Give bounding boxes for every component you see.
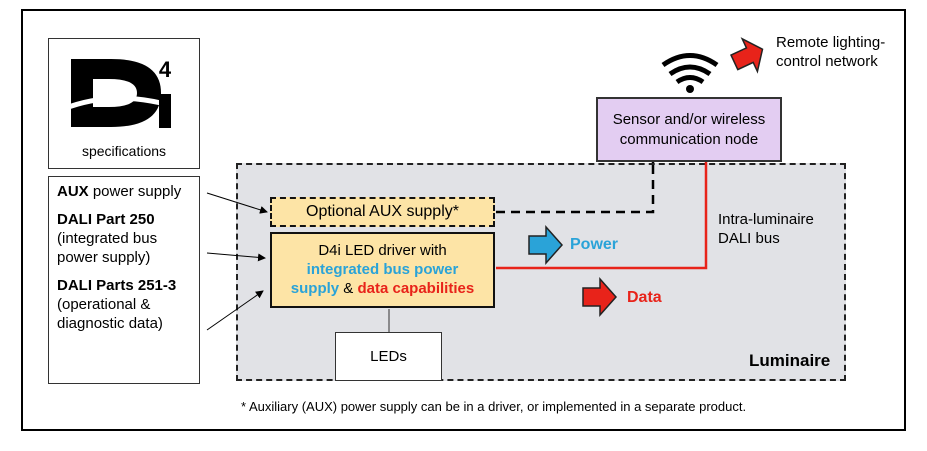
d4i-logo-mark: 4 — [62, 57, 172, 128]
footnote: * Auxiliary (AUX) power supply can be in… — [241, 399, 747, 414]
leds-label: LEDs — [370, 348, 407, 365]
diagram-frame — [21, 9, 906, 431]
logo-superscript: 4 — [159, 57, 172, 82]
power-legend-label: Power — [570, 236, 619, 253]
sensor-node-box: Sensor and/or wireless communication nod… — [596, 97, 782, 162]
sensor-node-label: Sensor and/or wireless communication nod… — [612, 111, 766, 148]
wifi-icon — [661, 53, 719, 93]
driver-capabilities: integrated bus power supply & data capab… — [290, 261, 475, 297]
spec-item-aux: AUX power supply — [57, 183, 182, 200]
parts251-pointer-line — [206, 290, 264, 331]
dali-bus-line — [496, 162, 708, 270]
aux-connection-line — [496, 163, 655, 214]
driver-bus-power-text: integrated bus power supply — [290, 261, 459, 297]
spec-item-parts-251-3: DALI Parts 251-3 (operational & diagnost… — [57, 277, 177, 332]
luminaire-label: Luminaire — [749, 351, 831, 370]
driver-data-text: data capabilities — [357, 280, 475, 297]
remote-arrow-icon — [730, 37, 764, 74]
aux-pointer-line — [206, 192, 268, 214]
spec-item-part-250: DALI Part 250 (integrated bus power supp… — [57, 211, 158, 266]
remote-network-label: Remote lighting-control network — [776, 34, 886, 70]
dali-bus-label: Intra-luminaire DALI bus — [718, 211, 814, 247]
logo-caption: specifications — [81, 143, 167, 159]
spec-list: AUX power supply DALI Part 250 (integrat… — [48, 176, 200, 384]
led-driver-box: D4i LED driver with integrated bus power… — [270, 232, 495, 308]
aux-supply-label: Optional AUX supply* — [306, 203, 459, 220]
part250-pointer-line — [206, 252, 266, 262]
power-arrow-icon — [528, 225, 564, 265]
driver-line-1: D4i LED driver with — [318, 242, 447, 259]
data-legend-label: Data — [627, 289, 662, 306]
data-arrow-icon — [582, 277, 618, 317]
leds-box: LEDs — [335, 332, 442, 381]
d4i-logo: 4 specifications — [48, 38, 200, 169]
aux-supply-box: Optional AUX supply* — [270, 197, 495, 227]
